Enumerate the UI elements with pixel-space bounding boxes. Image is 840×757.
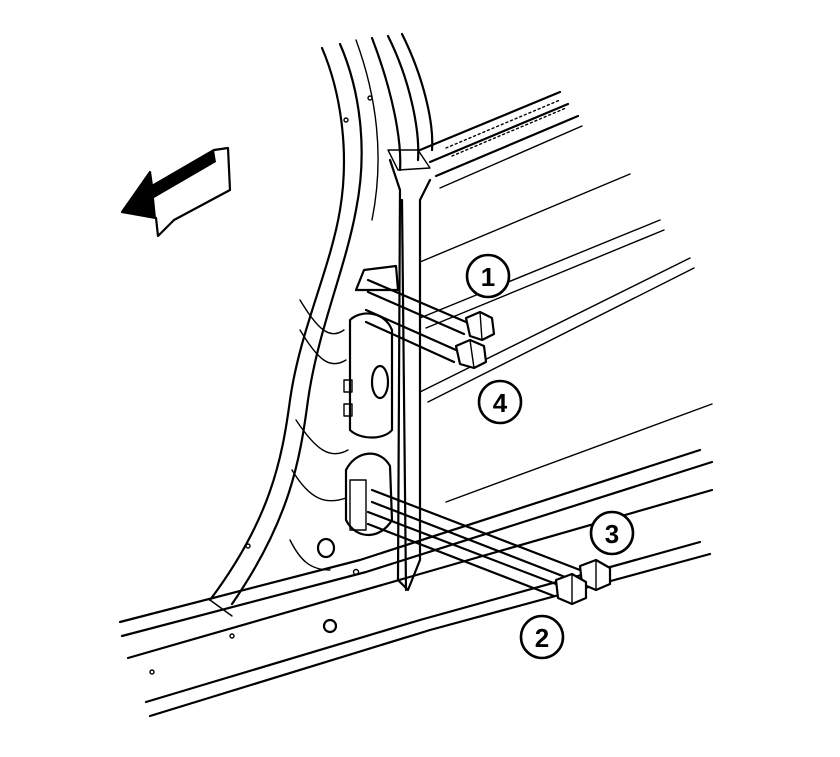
lower-hinge-bolts: [366, 488, 612, 606]
callout-4-label: 4: [493, 388, 508, 418]
bolt-icon: [554, 572, 588, 606]
body-panel-lines: [419, 173, 713, 503]
callout-4: 4: [477, 379, 523, 425]
callout-3: 3: [589, 510, 635, 556]
callout-3-label: 3: [605, 519, 619, 549]
forward-direction-arrow-icon: [120, 146, 232, 238]
bolt-icon: [464, 310, 496, 342]
a-pillar: [208, 32, 434, 606]
callout-1-label: 1: [481, 262, 495, 292]
upper-hinge-bolts: [364, 278, 496, 370]
callout-1: 1: [465, 253, 511, 299]
bolt-icon: [454, 338, 488, 370]
rocker-panel: [118, 448, 714, 718]
callout-2: 2: [519, 614, 565, 660]
callout-2-label: 2: [535, 623, 549, 653]
hinge-pillar: [245, 95, 432, 592]
roof-rail: [418, 90, 583, 189]
